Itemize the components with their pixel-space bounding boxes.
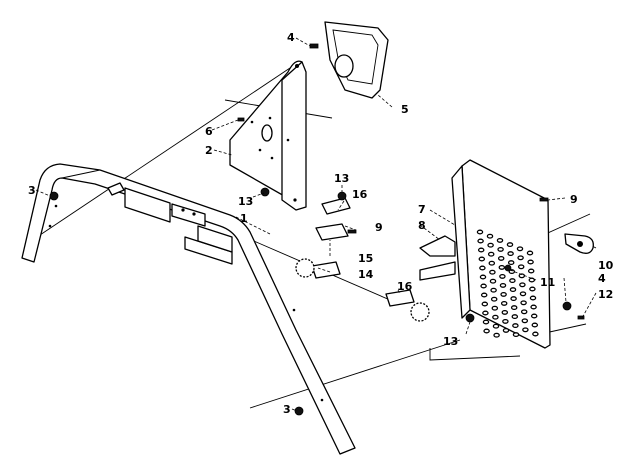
callout-7: 7 [418,203,426,216]
perforation-hole [501,309,509,315]
callout-14: 14 [358,268,374,281]
callout-12: 12 [598,288,613,301]
callout-9a: 9 [375,221,383,234]
perforation-hole [512,323,519,329]
perforation-hole [506,242,514,248]
perforation-hole [486,233,494,239]
perforation-hole [509,287,517,293]
callout-16b: 16 [397,280,413,293]
perforations [476,229,539,338]
perforation-hole [499,273,506,279]
perforation-hole [497,246,504,252]
perforation-hole [481,301,489,307]
perforation-hole [500,300,508,306]
perforation-hole [476,229,484,235]
callout-labels: 1 2 3 3 4 4 5 6 7 8 9 9 10 11 12 13 13 1… [28,31,614,416]
callout-6: 6 [205,125,213,138]
perforation-hole [477,238,484,244]
perforation-hole [530,313,538,319]
frame-tube [21,163,356,455]
perforation-hole [491,305,499,311]
callout-13b: 13 [334,172,349,185]
perforation-hole [507,260,515,266]
perforation-hole [479,265,486,271]
perforation-hole [480,283,487,289]
frame-brackets [107,182,233,265]
perforation-hole [530,304,537,310]
perforation-hole [528,277,536,283]
callout-3a: 3 [28,184,36,197]
left-panel [229,60,307,211]
callout-15: 15 [358,252,373,265]
perforation-hole [489,269,496,275]
perforation-hole [498,264,506,270]
callout-13c: 13 [443,335,458,348]
perforation-hole [478,256,486,262]
perforation-hole [519,291,527,297]
callout-5: 5 [401,103,409,116]
perforation-hole [510,305,518,311]
perforation-hole [482,310,489,316]
perforation-hole [493,332,500,338]
perforation-hole [490,287,497,293]
callout-1: 1 [240,212,248,225]
perforation-hole [496,237,504,243]
right-perforated-panel [451,159,551,349]
perforation-hole [492,323,500,329]
perforation-hole [502,327,510,333]
perforation-hole [526,250,534,256]
perforation-hole [508,269,516,275]
perforation-hole [521,318,529,324]
callout-2: 2 [205,144,213,157]
perforation-hole [520,309,528,315]
perforation-hole [510,296,517,302]
perforation-hole [489,278,497,284]
perforation-hole [479,274,487,280]
perforation-hole [531,322,539,328]
perforation-hole [519,282,526,288]
perforation-hole [517,264,525,270]
perforation-hole [490,296,498,302]
callout-13a: 13 [238,195,253,208]
leader-lines [35,37,597,412]
callout-11: 11 [540,276,555,289]
perforation-hole [529,286,536,292]
perforation-hole [507,251,514,257]
perforation-hole [477,247,485,253]
callout-9b: 9 [570,193,578,206]
perforation-hole [509,278,516,284]
perforation-hole [522,327,529,333]
perforation-hole [517,255,524,261]
perforation-hole [527,268,535,274]
hardware [49,43,585,416]
perforation-hole [511,314,519,320]
perforation-hole [482,319,490,325]
perforation-hole [532,331,539,337]
perforation-hole [529,295,537,301]
perforation-hole [492,314,499,320]
perforation-hole [487,242,494,248]
callout-4a: 4 [287,31,295,44]
perforation-hole [527,259,534,265]
perforation-hole [500,291,507,297]
perforation-hole [516,246,524,252]
callout-10: 10 [598,259,614,272]
callout-4b: 4 [598,272,606,285]
perforation-hole [487,251,495,257]
perforation-hole [497,255,505,261]
perforation-hole [520,300,527,306]
perforation-hole [480,292,488,298]
callout-8: 8 [418,219,426,232]
perforation-hole [499,282,507,288]
perforation-hole [483,328,490,334]
clamp-bracket [564,233,594,254]
small-bracket [419,235,456,281]
perforation-hole [512,332,520,338]
callout-3b: 3 [283,403,291,416]
cover-housing [324,21,389,99]
perforation-hole [502,318,509,324]
callout-16a: 16 [352,188,368,201]
perforation-hole [488,260,496,266]
